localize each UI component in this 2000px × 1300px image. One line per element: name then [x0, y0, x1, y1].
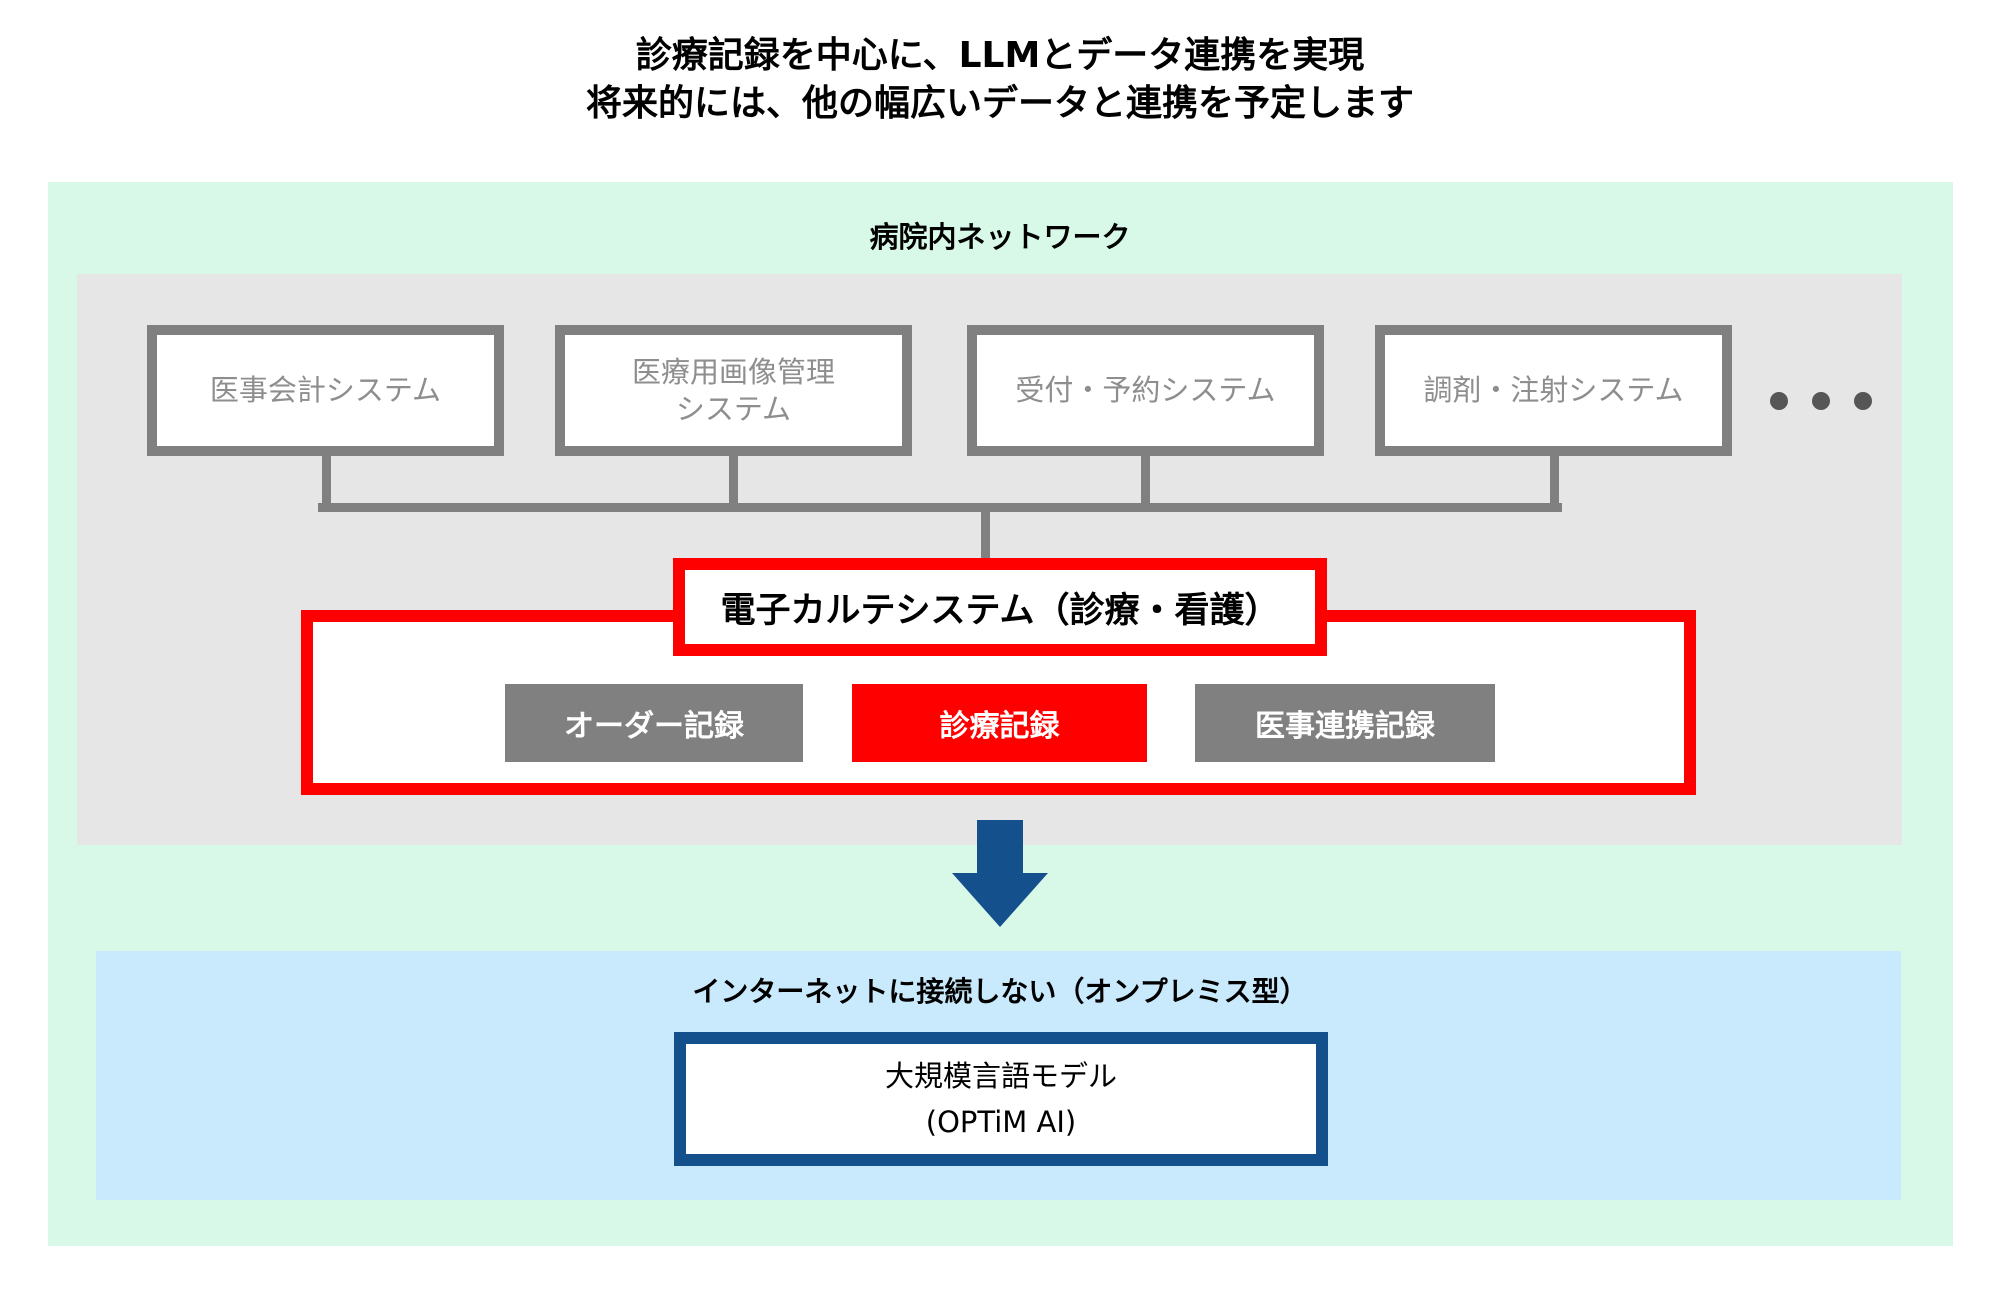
- ellipsis-dot-icon: [1854, 392, 1872, 410]
- connector-stub-2: [729, 456, 738, 512]
- page-title: 診療記録を中心に、LLMとデータ連携を実現 将来的には、他の幅広いデータと連携を…: [0, 32, 2000, 128]
- ellipsis-dot-icon: [1812, 392, 1830, 410]
- connector-stub-1: [322, 456, 331, 512]
- page-title-line2: 将来的には、他の幅広いデータと連携を予定します: [585, 82, 1414, 124]
- ellipsis-dots: [1770, 392, 1872, 410]
- record-box-order: オーダー記録: [505, 684, 803, 762]
- connector-stub-4: [1550, 456, 1559, 512]
- system-box-reception-reservation: 受付・予約システム: [967, 325, 1324, 456]
- emr-system-title: 電子カルテシステム（診療・看護）: [673, 558, 1327, 656]
- system-box-medical-accounting: 医事会計システム: [147, 325, 504, 456]
- hospital-network-label: 病院内ネットワーク: [869, 220, 1131, 254]
- connector-stub-3: [1141, 456, 1150, 512]
- system-box-medical-imaging: 医療用画像管理 システム: [555, 325, 912, 456]
- llm-box: 大規模言語モデル (OPTiM AI): [674, 1032, 1328, 1166]
- record-box-clinical: 診療記録: [852, 684, 1147, 762]
- record-box-medical-cooperation: 医事連携記録: [1195, 684, 1495, 762]
- system-box-dispensing-injection: 調剤・注射システム: [1375, 325, 1732, 456]
- connector-bus-line: [318, 503, 1562, 512]
- down-arrow-icon: [952, 820, 1048, 927]
- onprem-label: インターネットに接続しない（オンプレミス型）: [692, 975, 1308, 1008]
- ellipsis-dot-icon: [1770, 392, 1788, 410]
- page-title-line1: 診療記録を中心に、LLMとデータ連携を実現: [635, 35, 1365, 76]
- connector-center-drop: [981, 512, 990, 558]
